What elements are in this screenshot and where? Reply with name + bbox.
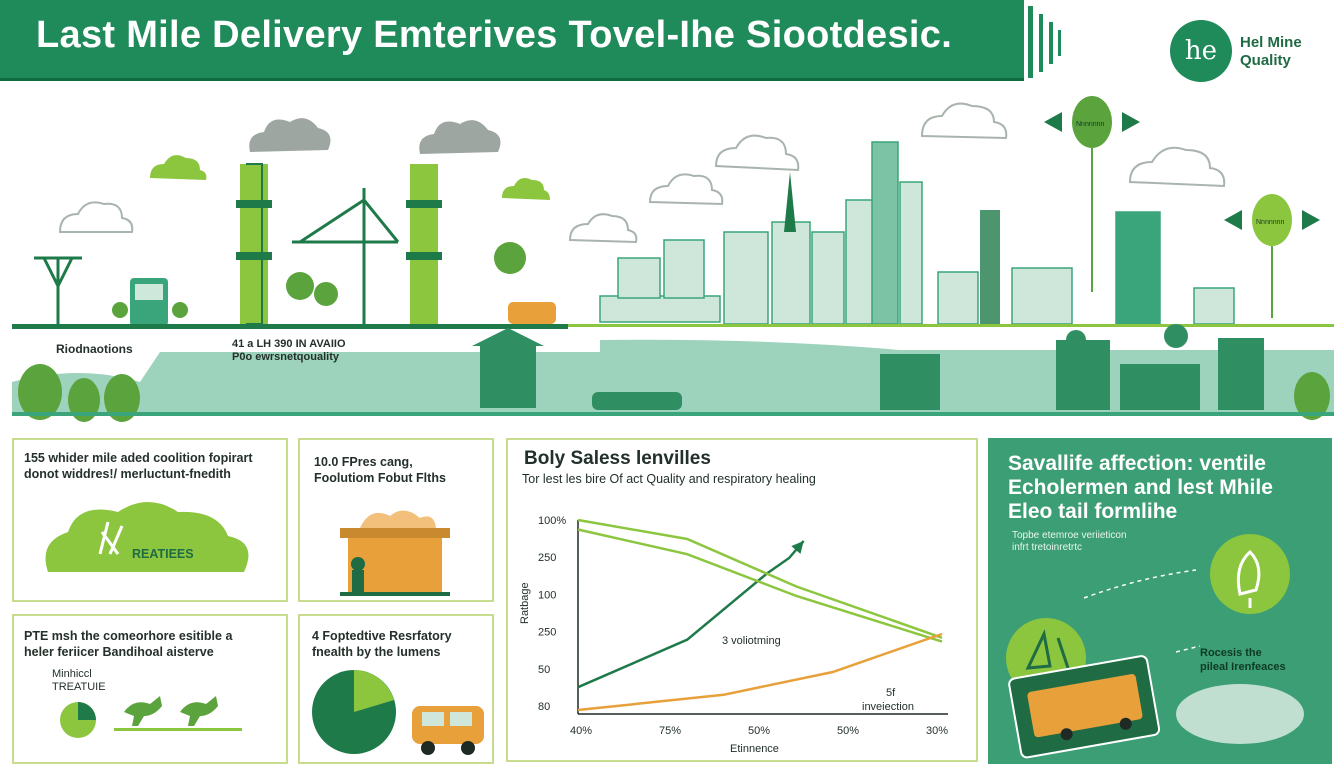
panel-illustration — [1006, 534, 1304, 759]
y-axis-label: Ratbage — [519, 582, 531, 624]
card-4-line1: 4 Foptedtive Resrfatory — [312, 629, 452, 643]
card-1-badge: REATIEES — [132, 547, 194, 561]
brand-logo[interactable]: he — [1170, 20, 1232, 82]
card-1-line2: donot widdres!/ merluctunt-fnedith — [24, 467, 231, 481]
pie-and-van-illustration — [312, 670, 484, 755]
green-cloud-illustration — [45, 502, 249, 572]
y-tick-label: 250 — [538, 552, 556, 564]
panel-title-line2: Echolermen and lest Mhile — [1008, 476, 1273, 499]
x-axis-label: Etinnence — [730, 743, 779, 755]
x-tick-label: 30% — [926, 725, 948, 737]
card-3-small2: TREATUIE — [52, 681, 106, 693]
line-chart-card: Boly Saless lenvilles Tor lest les bire … — [506, 438, 978, 762]
info-card-1: 155 whider mile aded coolition fopirart … — [12, 438, 288, 602]
panel-side-line2: pileal Irenfeaces — [1200, 661, 1286, 673]
running-animals-icon — [114, 696, 242, 731]
x-tick-label: 75% — [659, 725, 681, 737]
x-tick-label: 50% — [837, 725, 859, 737]
panel-title-line3: Eleo tail formlihe — [1008, 500, 1178, 523]
city-scene-illustration: Nnnnnnn Nnnnnnn — [12, 96, 1334, 422]
green-cloud-icon — [150, 155, 550, 200]
series-line-2 — [577, 518, 943, 639]
card-2-line2: Foolutiom Fobut Flths — [314, 471, 446, 485]
pie-icon — [60, 702, 96, 738]
card-2-line1: 10.0 FPres cang, — [314, 455, 413, 469]
y-tick-label: 50 — [538, 664, 550, 676]
panel-note-1: Topbe etemroe veriieticon — [1012, 530, 1127, 541]
panel-title: Savallife affection: ventile Echolermen … — [1008, 452, 1273, 524]
leaf-icon — [1210, 534, 1290, 614]
drone-icon — [1044, 96, 1320, 318]
info-card-4: 4 Foptedtive Resrfatory fnealth by the l… — [298, 614, 494, 764]
y-tick-label: 80 — [538, 701, 550, 713]
chart-annotation-3: inveiection — [862, 701, 914, 713]
x-tick-label: 40% — [570, 725, 592, 737]
page-title: Last Mile Delivery Emterives Tovel-Ihe S… — [36, 14, 953, 56]
cloud-icon — [58, 102, 1226, 244]
chart-subtitle: Tor lest les bire Of act Quality and res… — [522, 472, 816, 486]
y-tick-label: 250 — [538, 627, 556, 639]
header-banner: Last Mile Delivery Emterives Tovel-Ihe S… — [0, 0, 1024, 81]
scene-label-mid-line1: 41 a LH 390 IN AVAIIO — [232, 338, 346, 350]
scene-label-mid-line2: P0o ewrsnetqouality — [232, 351, 339, 363]
brand-name: Hel Mine Quality — [1240, 34, 1302, 70]
trend-arrow-icon — [791, 540, 804, 554]
delivery-vehicle-icon — [1008, 655, 1161, 759]
factory-tower — [236, 163, 442, 325]
x-tick-label: 50% — [748, 725, 770, 737]
chart-annotation-1: 3 voliotming — [722, 635, 781, 647]
line-chart: 100% 250 100 250 50 80 40% 75% 50% 50% 30% Ratbage… — [519, 515, 948, 755]
card-3-line1: PTE msh the comeorhore esitible a — [24, 629, 233, 643]
series-line-1 — [577, 540, 805, 689]
card-1-line1: 155 whider mile aded coolition fopirart — [24, 451, 253, 465]
series-line-4 — [577, 632, 943, 712]
brand-name-line1: Hel Mine — [1240, 34, 1302, 51]
panel-side-label: Rocesis the pileal Irenfeaces — [1200, 646, 1286, 674]
delivery-van-icon — [508, 302, 556, 324]
chart-title: Boly Saless lenvilles — [524, 448, 711, 469]
chart-annotation-2: 5f — [886, 687, 896, 699]
panel-side-line1: Rocesis the — [1200, 647, 1262, 659]
card-3-small1: Minhiccl — [52, 668, 92, 680]
card-3-small-label: Minhiccl TREATUIE — [52, 668, 106, 694]
card-3-line2: heler feriicer Bandihoal aisterve — [24, 645, 214, 659]
signal-bars-icon — [1028, 6, 1061, 78]
series-line-3 — [577, 528, 943, 643]
panel-title-line1: Savallife affection: ventile — [1008, 452, 1266, 475]
green-info-panel: Savallife affection: ventile Echolermen … — [988, 438, 1332, 764]
logo-mark: he — [1184, 36, 1218, 66]
pharmacy-kiosk-icon — [340, 510, 450, 596]
y-tick-label: 100% — [538, 515, 566, 527]
drone-label-1: Nnnnnnn — [1076, 121, 1105, 128]
panel-note-2: infrt tretoinretrtc — [1012, 542, 1083, 553]
brand-name-line2: Quality — [1240, 52, 1291, 69]
info-card-3: PTE msh the comeorhore esitible a heler … — [12, 614, 288, 764]
card-4-line2: fnealth by the lumens — [312, 645, 441, 659]
y-tick-label: 100 — [538, 589, 556, 601]
skyline — [599, 141, 1235, 325]
scene-label-mid: 41 a LH 390 IN AVAIIO P0o ewrsnetqoualit… — [232, 338, 346, 364]
drone-label-2: Nnnnnnn — [1256, 219, 1285, 226]
info-card-2: 10.0 FPres cang, Foolutiom Fobut Flths — [298, 438, 494, 602]
scene-label-left: Riodnaotions — [56, 342, 133, 356]
